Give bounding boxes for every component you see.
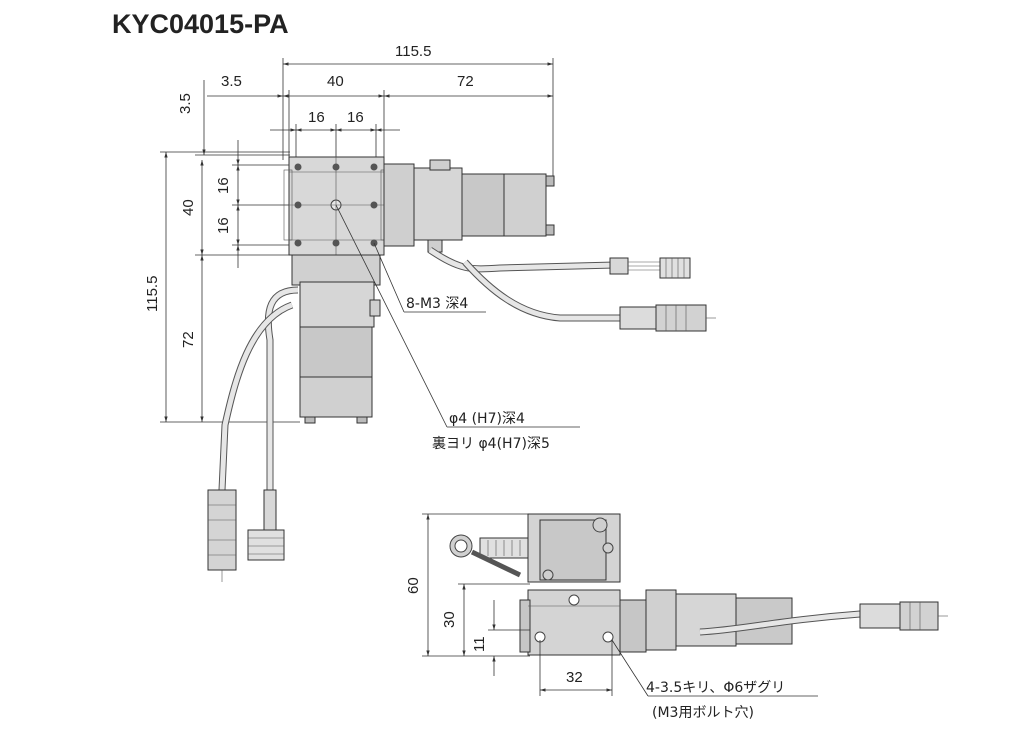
dim-label-3-5-left: 3.5	[221, 73, 242, 90]
side-motor	[645, 589, 948, 651]
dim-top-offset: 3.5	[177, 80, 290, 156]
hole	[294, 239, 302, 247]
note-pin-hole-back: 裏ヨリ φ4(H7)深5	[432, 435, 550, 452]
note-tapped-holes: 8-M3 深4	[406, 296, 468, 312]
side-vertical-dims: 60 30 11	[405, 513, 530, 676]
mount-hole	[568, 594, 580, 606]
pin-feature	[542, 569, 554, 581]
dim-row-hole-pitch-x: 16 16	[270, 109, 400, 160]
note-mount-holes: 4-3.5キリ、Φ6ザグリ	[646, 680, 785, 696]
upper-stage	[449, 513, 621, 583]
side-view: 60 30 11 32 4-3.5キリ、Φ6ザグリ (M3用ボルト穴)	[405, 513, 948, 721]
side-horizontal-dims: 32	[539, 640, 613, 696]
y-axis-motor	[291, 254, 381, 424]
top-view-notes: 8-M3 深4 φ4 (H7)深4 裏ヨリ φ4(H7)深5	[335, 204, 580, 452]
top-view: 115.5 3.5 40 72 16 16	[144, 43, 716, 582]
dim-row-upper: 3.5 40 72	[207, 73, 553, 160]
side-view-notes: 4-3.5キリ、Φ6ザグリ (M3用ボルト穴)	[611, 639, 818, 721]
note-mount-bolt: (M3用ボルト穴)	[652, 705, 754, 721]
dim-label-32: 32	[566, 669, 583, 686]
y-axis-cables	[207, 286, 299, 582]
mount-hole	[602, 631, 614, 643]
dim-label-16-x1: 16	[308, 109, 325, 126]
note-pin-hole-front: φ4 (H7)深4	[449, 411, 525, 427]
dim-label-72-top: 72	[457, 73, 474, 90]
dim-label-30: 30	[441, 611, 458, 628]
dim-overall-width: 115.5	[282, 43, 554, 180]
pin-feature	[592, 517, 608, 533]
dim-hole-pitch-y: 16 16	[215, 140, 298, 268]
dim-label-72-left: 72	[180, 331, 197, 348]
dim-label-115-5-top: 115.5	[395, 43, 431, 60]
dim-label-40-left: 40	[180, 199, 197, 216]
tapped-holes	[280, 150, 392, 262]
dim-label-115-5-left: 115.5	[144, 276, 161, 312]
dim-label-16-y1: 16	[215, 177, 232, 194]
hole	[294, 163, 302, 171]
x-axis-cables	[428, 247, 716, 332]
dim-label-60: 60	[405, 577, 422, 594]
hole	[370, 163, 378, 171]
dim-label-11: 11	[471, 636, 488, 652]
dim-label-16-x2: 16	[347, 109, 364, 126]
model-title: KYC04015-PA	[112, 9, 289, 39]
dim-label-16-y2: 16	[215, 217, 232, 234]
dim-label-3-5-top: 3.5	[177, 93, 194, 114]
dim-vertical-left: 115.5 40 72	[144, 151, 300, 423]
lower-stage	[519, 589, 647, 656]
dim-label-40-top: 40	[327, 73, 344, 90]
pin-feature	[602, 542, 614, 554]
x-axis-motor	[383, 159, 555, 253]
